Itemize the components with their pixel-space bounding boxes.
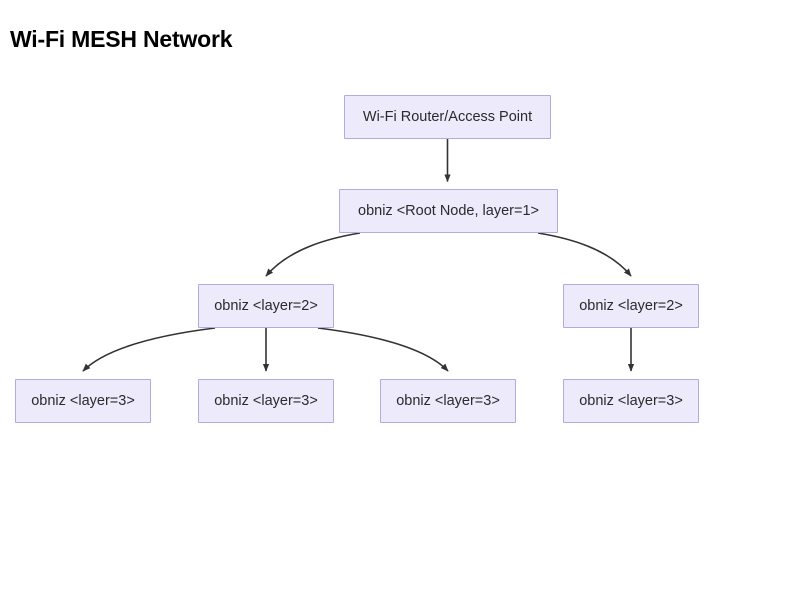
node-obniz-layer3-3[interactable]: obniz <layer=3>	[380, 379, 516, 423]
node-label: Wi-Fi Router/Access Point	[362, 108, 533, 125]
node-label: obniz <layer=2>	[579, 297, 683, 314]
node-wifi-router[interactable]: Wi-Fi Router/Access Point	[344, 95, 551, 139]
node-label: obniz <layer=3>	[579, 392, 683, 409]
page-title: Wi-Fi MESH Network	[10, 26, 233, 52]
node-label: obniz <layer=3>	[31, 392, 135, 409]
edge-root-to-l2b	[537, 232, 632, 277]
node-obniz-layer2-left[interactable]: obniz <layer=2>	[198, 284, 334, 328]
edge-l2a-to-l3a	[82, 327, 216, 372]
node-label: obniz <layer=2>	[214, 297, 318, 314]
node-label: obniz <Root Node, layer=1>	[358, 202, 539, 219]
node-obniz-layer2-right[interactable]: obniz <layer=2>	[563, 284, 699, 328]
node-label: obniz <layer=3>	[396, 392, 500, 409]
edge-l2a-to-l3c	[317, 327, 449, 372]
edge-root-to-l2a	[265, 232, 361, 277]
node-obniz-layer3-1[interactable]: obniz <layer=3>	[15, 379, 151, 423]
node-obniz-layer3-2[interactable]: obniz <layer=3>	[198, 379, 334, 423]
node-obniz-layer3-4[interactable]: obniz <layer=3>	[563, 379, 699, 423]
node-obniz-root[interactable]: obniz <Root Node, layer=1>	[339, 189, 558, 233]
node-label: obniz <layer=3>	[214, 392, 318, 409]
